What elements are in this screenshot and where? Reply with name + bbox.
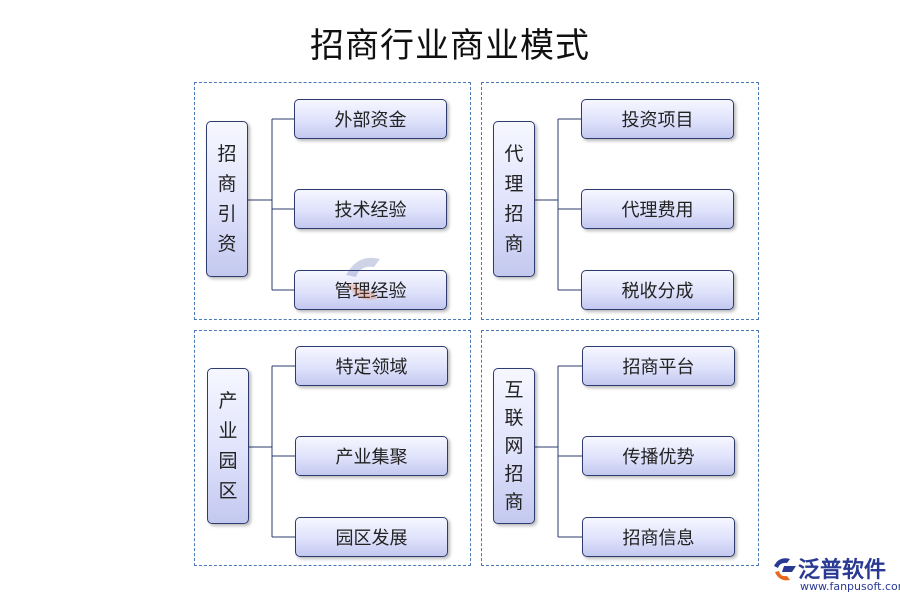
category-char: 网 [504, 435, 524, 457]
item-box-management-experience: 管理经验 [294, 270, 447, 310]
panel-agency-attraction [481, 82, 759, 320]
item-box-communication-advantage: 传播优势 [582, 436, 735, 476]
category-char: 引 [217, 203, 237, 225]
item-box-technical-experience: 技术经验 [294, 189, 447, 229]
item-box-external-funds: 外部资金 [294, 99, 447, 139]
panel-internet-attraction [481, 330, 759, 566]
category-char: 商 [504, 233, 524, 255]
category-char: 资 [217, 233, 237, 255]
item-box-attraction-information: 招商信息 [582, 517, 735, 557]
category-char: 理 [504, 173, 524, 195]
brand-logo-icon [774, 558, 796, 581]
item-box-park-development: 园区发展 [295, 517, 448, 557]
item-box-specific-fields: 特定领域 [295, 346, 448, 386]
item-box-investment-projects: 投资项目 [581, 99, 734, 139]
category-char: 招 [504, 463, 524, 485]
diagram-title: 招商行业商业模式 [310, 26, 590, 66]
item-box-industry-cluster: 产业集聚 [295, 436, 448, 476]
brand-name: 泛普软件 [798, 558, 887, 583]
category-char: 互 [504, 379, 524, 401]
panel-investment-attraction [194, 82, 471, 320]
category-char: 代 [504, 143, 524, 165]
category-box-agency-attraction: 代 理 招 商 [493, 121, 535, 277]
item-box-agency-fees: 代理费用 [581, 189, 734, 229]
category-box-internet-attraction: 互 联 网 招 商 [493, 368, 535, 524]
category-char: 区 [218, 480, 238, 502]
item-box-attraction-platform: 招商平台 [582, 346, 735, 386]
brand-url: www.fanpusoft.com [800, 580, 900, 593]
category-char: 联 [504, 407, 524, 429]
category-char: 产 [218, 390, 238, 412]
category-char: 商 [217, 173, 237, 195]
category-box-investment-attraction: 招 商 引 资 [206, 121, 248, 277]
category-box-industrial-park: 产 业 园 区 [207, 368, 249, 524]
panel-industrial-park [194, 330, 471, 566]
category-char: 招 [504, 203, 524, 225]
category-char: 业 [218, 420, 238, 442]
category-char: 园 [218, 450, 238, 472]
category-char: 招 [217, 143, 237, 165]
item-box-tax-sharing: 税收分成 [581, 270, 734, 310]
brand-logo: 泛普软件 www.fanpusoft.com [770, 552, 900, 596]
category-char: 商 [504, 491, 524, 513]
